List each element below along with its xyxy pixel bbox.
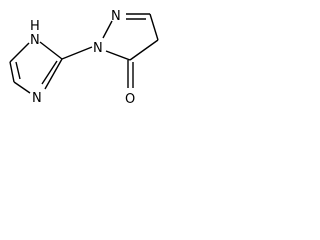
- bond-n3-c2: [44, 58, 63, 90]
- chemical-structure: N H N N N O: [9, 9, 159, 107]
- bond-c3-c4: [149, 13, 159, 41]
- bond-c5-n1: [105, 50, 131, 61]
- bond-c5-c4-double: [15, 61, 21, 80]
- bond-n1-n2: [102, 20, 113, 39]
- bond-n3-c2-double: [41, 60, 58, 85]
- atom-label-nh-imidazole: N: [30, 33, 40, 48]
- bond-c5-c4: [9, 61, 15, 83]
- atom-label-n-pyrazole-2: N: [111, 9, 121, 24]
- imidazole-ring: [9, 41, 63, 94]
- pyrazolone-ring: [102, 13, 159, 61]
- carbonyl-group: [127, 60, 134, 88]
- bond-n1-c5: [9, 42, 30, 63]
- bond-c4-c5: [129, 39, 159, 61]
- atom-label-n-pyrazole-1: N: [93, 41, 103, 56]
- atom-label-o-carbonyl: O: [125, 92, 135, 107]
- structure-canvas: N H N N N O: [0, 0, 174, 118]
- atom-label-nh-hydrogen: H: [30, 19, 40, 34]
- bond-c4-n3: [13, 81, 31, 94]
- bond-c2-n-pyrazole: [61, 46, 93, 60]
- atom-label-n-imidazole: N: [32, 91, 42, 106]
- bond-c2-n1: [39, 41, 63, 60]
